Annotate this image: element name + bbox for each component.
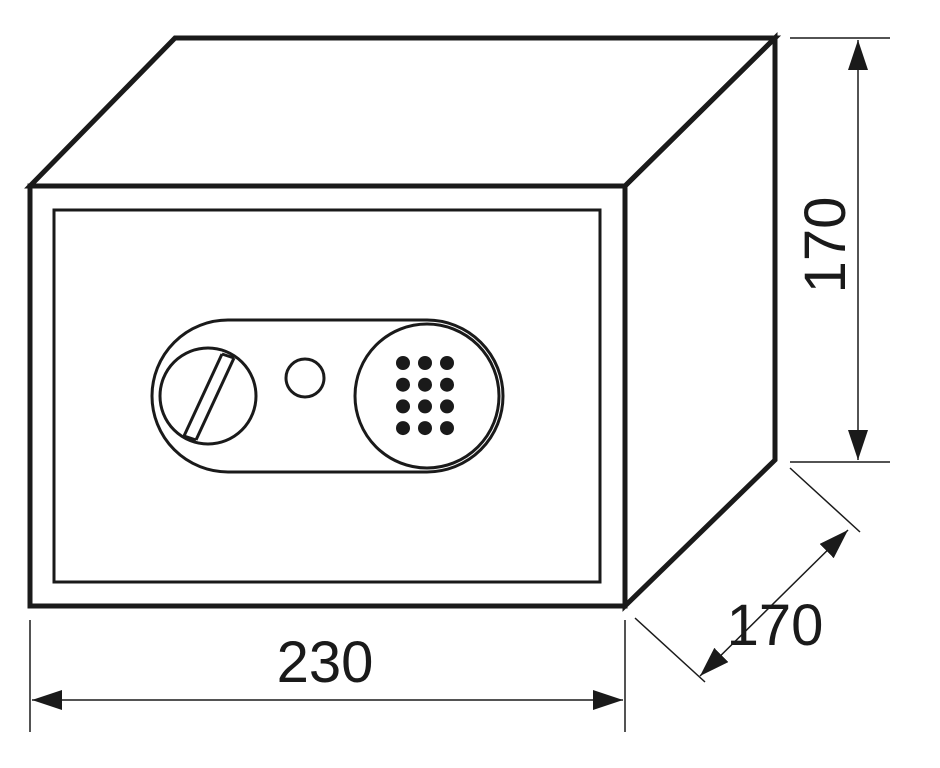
keypad-button	[418, 377, 432, 392]
safe-front-face	[27, 183, 628, 609]
safe-side-face	[622, 32, 778, 612]
depth-arrow	[699, 529, 849, 677]
knob-icon	[158, 346, 258, 446]
depth-dimension: 170	[634, 467, 861, 683]
keypad-button	[440, 421, 454, 436]
lock-plate	[150, 318, 505, 474]
keypad-button	[396, 377, 410, 392]
width-label: 230	[277, 630, 374, 695]
safe-body	[24, 32, 782, 612]
safe-top-face	[24, 35, 782, 189]
keypad-button	[418, 356, 432, 370]
keypad-button	[396, 356, 410, 370]
safe-door	[52, 208, 602, 584]
keypad-button	[440, 399, 454, 414]
keypad-button	[440, 377, 454, 392]
width-dimension: 230	[29, 620, 626, 732]
keypad-button	[418, 421, 432, 436]
height-label: 170	[793, 197, 858, 294]
depth-label: 170	[727, 593, 824, 658]
height-dimension: 170	[790, 37, 890, 463]
keypad	[396, 356, 454, 436]
keypad-button	[440, 356, 454, 370]
keypad-button	[396, 399, 410, 414]
keypad-button	[418, 399, 432, 414]
lock-panel	[150, 318, 505, 474]
keypad-ring	[353, 322, 501, 470]
keypad-button	[396, 421, 410, 436]
indicator-light	[284, 357, 326, 399]
